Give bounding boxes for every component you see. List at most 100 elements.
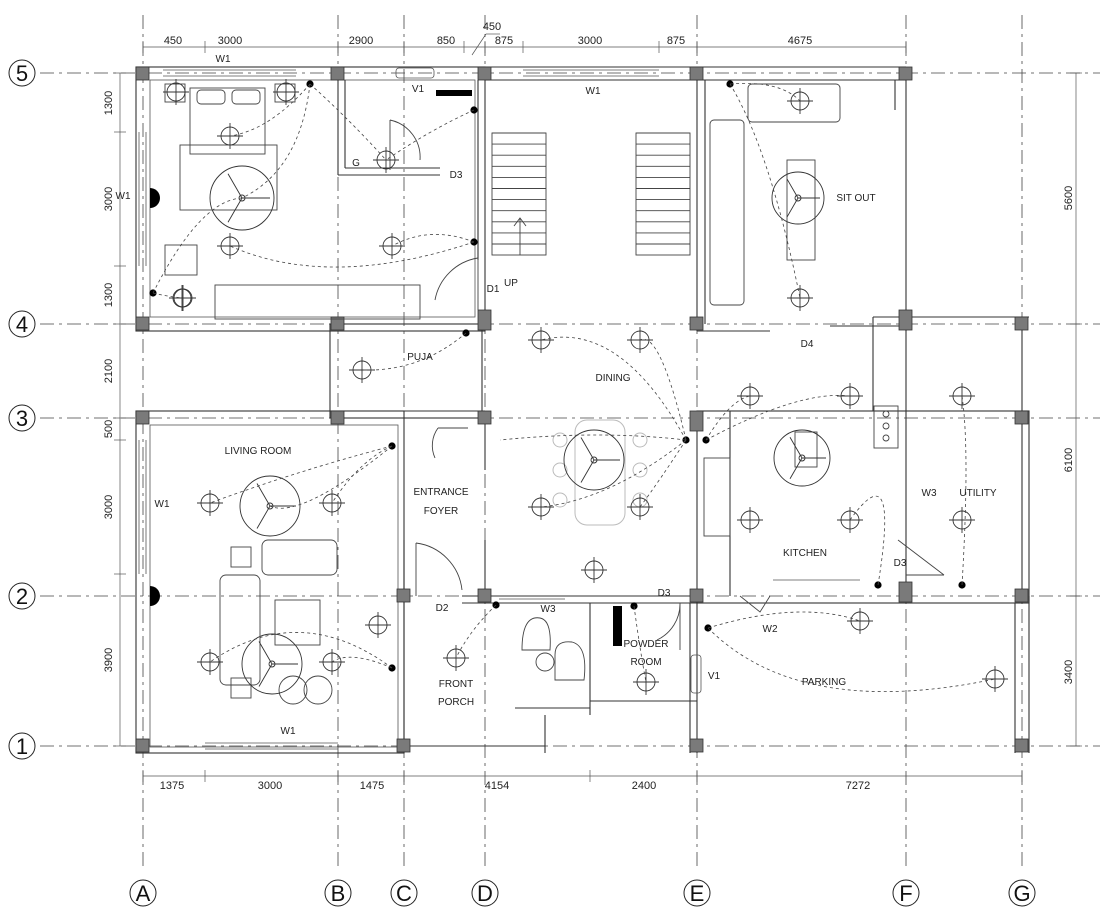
svg-text:3: 3 xyxy=(16,406,28,431)
tag-d2: D2 xyxy=(436,603,449,614)
wiring-run xyxy=(639,338,687,441)
svg-text:A: A xyxy=(136,881,151,906)
wiring-run xyxy=(229,241,475,268)
tag-v1-bottom: V1 xyxy=(708,671,721,682)
dim-top-8: 4675 xyxy=(788,35,812,47)
wiring-run xyxy=(707,611,861,629)
wall-fan-icon xyxy=(150,586,160,606)
dim-bottom-5: 2400 xyxy=(632,780,656,792)
tag-d4: D4 xyxy=(801,339,814,350)
svg-text:E: E xyxy=(690,881,705,906)
label-puja: PUJA xyxy=(407,352,433,363)
wiring-run xyxy=(361,332,467,371)
tag-w1-bottom: W1 xyxy=(281,726,296,737)
light-fixture-icon xyxy=(273,79,299,105)
row-bubble-3: 3 xyxy=(8,404,36,432)
light-fixture-icon xyxy=(949,383,975,409)
wiring-run xyxy=(707,627,996,692)
wiring-run xyxy=(385,109,475,161)
label-entrance: ENTRANCE xyxy=(413,487,468,498)
dim-top-1: 450 xyxy=(164,35,182,47)
light-fixture-icon xyxy=(737,507,763,533)
light-fixture-icon xyxy=(197,490,223,516)
label-foyer: FOYER xyxy=(424,506,458,517)
wiring-run xyxy=(961,395,967,586)
label-sit-out: SIT OUT xyxy=(836,193,875,204)
wiring-run xyxy=(209,632,393,669)
dim-left-5: 500 xyxy=(103,420,115,438)
light-fixture-icon xyxy=(163,79,189,105)
col-bubble-b: B xyxy=(324,879,352,907)
label-room: ROOM xyxy=(630,657,661,668)
wiring-run xyxy=(729,83,801,102)
dim-top-4: 850 xyxy=(437,35,455,47)
wiring-run xyxy=(391,234,475,247)
wiring-run xyxy=(540,439,687,508)
dim-bottom-1: 1375 xyxy=(160,780,184,792)
structural-columns xyxy=(135,66,1029,753)
dining-table xyxy=(552,419,648,526)
dim-bottom-3: 1475 xyxy=(360,780,384,792)
dim-top-2: 3000 xyxy=(218,35,242,47)
wiring-run xyxy=(633,605,647,683)
bottom-dimensions: 1375 3000 1475 4154 2400 7272 xyxy=(142,770,1023,792)
light-fixture-icon xyxy=(949,507,975,533)
ceiling-fan-icon xyxy=(771,171,825,225)
dim-bottom-4: 4154 xyxy=(485,780,509,792)
col-bubble-d: D xyxy=(471,879,499,907)
label-living-room: LIVING ROOM xyxy=(225,446,292,457)
tag-w1-top: W1 xyxy=(216,54,231,65)
svg-text:C: C xyxy=(396,881,412,906)
col-bubble-e: E xyxy=(683,879,711,907)
wiring-run xyxy=(705,395,851,441)
tag-w1-left: W1 xyxy=(116,191,131,202)
wiring-run xyxy=(729,83,801,299)
dim-right-1: 5600 xyxy=(1063,186,1075,210)
doors xyxy=(389,119,945,650)
right-dimensions: 5600 6100 3400 xyxy=(1063,72,1082,747)
ceiling-fan-icon xyxy=(773,429,831,487)
column-bubbles: A B C D E F G xyxy=(129,879,1036,907)
row-bubble-1: 1 xyxy=(8,732,36,760)
light-fixture-icon xyxy=(528,327,554,353)
wiring-run xyxy=(269,445,393,509)
label-up: UP xyxy=(504,278,518,289)
dim-left-4: 2100 xyxy=(103,359,115,383)
light-fixture-icon xyxy=(847,608,873,634)
left-dimensions: 1300 3000 1300 2100 500 3000 3900 xyxy=(103,72,126,747)
dim-left-3: 1300 xyxy=(103,283,115,307)
stove xyxy=(873,405,899,449)
light-fixture-icon xyxy=(319,490,345,516)
dim-top-3: 2900 xyxy=(349,35,373,47)
living-sofa xyxy=(219,539,338,705)
svg-text:B: B xyxy=(331,881,346,906)
ceiling-fan-icon xyxy=(241,633,303,695)
tag-w1-living: W1 xyxy=(155,499,170,510)
tag-d3-powder: D3 xyxy=(658,588,671,599)
svg-text:5: 5 xyxy=(16,61,28,86)
light-fixture-icon xyxy=(627,494,653,520)
label-utility: UTILITY xyxy=(959,488,997,499)
row-bubbles: 5 4 3 2 1 xyxy=(8,59,36,760)
ceiling-fan-icon xyxy=(239,475,301,537)
dim-left-1: 1300 xyxy=(103,91,115,115)
col-bubble-g: G xyxy=(1008,879,1036,907)
tag-w1-mid: W1 xyxy=(586,86,601,97)
label-porch: PORCH xyxy=(438,697,474,708)
wiring-run xyxy=(849,495,886,586)
light-fixture-icon xyxy=(581,557,607,583)
row-bubble-4: 4 xyxy=(8,310,36,338)
light-fixture-icon xyxy=(217,233,243,259)
study-table xyxy=(214,284,421,320)
wiring-run xyxy=(705,395,751,441)
staircase xyxy=(491,132,691,256)
svg-text:4: 4 xyxy=(16,312,28,337)
wiring-run xyxy=(309,83,387,161)
svg-text:G: G xyxy=(1013,881,1030,906)
dim-top-6: 3000 xyxy=(578,35,602,47)
dim-bottom-2: 3000 xyxy=(258,780,282,792)
walls xyxy=(135,66,1030,754)
ceiling-fan-icon xyxy=(563,429,625,491)
light-fixture-icon xyxy=(365,612,391,638)
